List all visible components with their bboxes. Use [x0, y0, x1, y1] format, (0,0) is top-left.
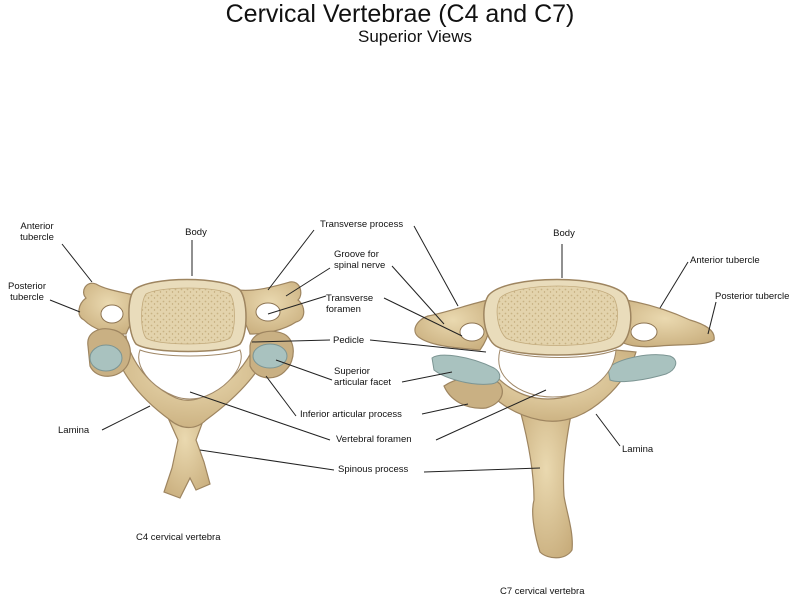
leader-spinous-c4 — [199, 449, 335, 471]
leader-c7-posterior-tubercle — [707, 301, 717, 335]
label-c4-body: Body — [185, 227, 207, 238]
label-spinous-process: Spinous process — [338, 464, 409, 475]
c4-vertebral-foramen — [138, 349, 242, 400]
label-transverse-foramen: Transverse foramen — [326, 293, 374, 315]
leader-inferior-articular-c7 — [421, 403, 469, 415]
leader-c7-lamina — [595, 413, 621, 447]
label-inferior-articular-process: Inferior articular process — [300, 409, 402, 420]
leader-c4-lamina — [101, 405, 151, 431]
label-c4-posterior-tubercle: Posterior tubercle — [7, 281, 46, 303]
leader-superior-facet-c4 — [275, 359, 333, 381]
c4-left-superior-articular-facet — [89, 344, 123, 372]
leader-transverse-process-c4 — [267, 229, 315, 291]
c7-vertebral-foramen — [498, 349, 617, 398]
caption-c4: C4 cervical vertebra — [136, 532, 221, 543]
leader-transverse-process-c7 — [413, 225, 459, 307]
c7-vertebra — [414, 278, 715, 559]
leader-groove-c4 — [285, 267, 331, 297]
leader-pedicle-c4 — [251, 339, 331, 343]
leader-groove-c7 — [391, 265, 445, 325]
leader-superior-facet-c7 — [401, 371, 453, 383]
label-c7-anterior-tubercle: Anterior tubercle — [690, 255, 760, 266]
leader-vertebral-foramen-c7 — [435, 389, 547, 441]
label-transverse-process: Transverse process — [320, 219, 404, 230]
c4-vertebra — [78, 278, 305, 499]
label-vertebral-foramen: Vertebral foramen — [336, 434, 412, 445]
c4-left-transverse-foramen — [100, 304, 124, 324]
caption-c7: C7 cervical vertebra — [500, 586, 585, 597]
c7-spinous-process — [519, 409, 573, 559]
leader-c4-posterior-tubercle — [49, 299, 81, 313]
c7-right-superior-articular-facet — [607, 354, 677, 383]
label-c4-lamina: Lamina — [58, 425, 90, 436]
leader-c4-anterior-tubercle — [61, 243, 93, 283]
diagram-title: Cervical Vertebrae (C4 and C7) — [225, 0, 575, 28]
leader-lines — [49, 225, 717, 473]
leader-spinous-c7 — [423, 467, 541, 473]
leader-pedicle-c7 — [369, 339, 487, 353]
c4-body-spongy-surface — [141, 287, 235, 345]
c4-right-superior-articular-facet — [252, 343, 288, 369]
label-superior-articular-facet: Superior articular facet — [334, 366, 392, 388]
c4-right-transverse-foramen — [255, 302, 281, 322]
label-c7-posterior-tubercle: Posterior tubercle — [715, 291, 790, 302]
c7-left-transverse-foramen — [459, 322, 485, 342]
leader-inferior-articular-c4 — [265, 375, 297, 417]
leader-transverse-foramen-c7 — [383, 297, 463, 337]
label-c4-anterior-tubercle: Anterior tubercle — [20, 221, 54, 243]
leader-c7-anterior-tubercle — [659, 261, 689, 309]
leader-vertebral-foramen-c4 — [189, 391, 331, 441]
c7-body-spongy-surface — [496, 285, 618, 346]
c7-left-superior-articular-facet — [431, 354, 501, 385]
label-pedicle: Pedicle — [333, 335, 365, 346]
label-c7-lamina: Lamina — [622, 444, 654, 455]
label-groove-for-spinal-nerve: Groove for spinal nerve — [334, 249, 386, 271]
leader-transverse-foramen-c4 — [267, 295, 327, 315]
c7-right-transverse-foramen — [630, 322, 658, 342]
diagram-subtitle: Superior Views — [357, 27, 473, 46]
label-c7-body: Body — [553, 228, 575, 239]
